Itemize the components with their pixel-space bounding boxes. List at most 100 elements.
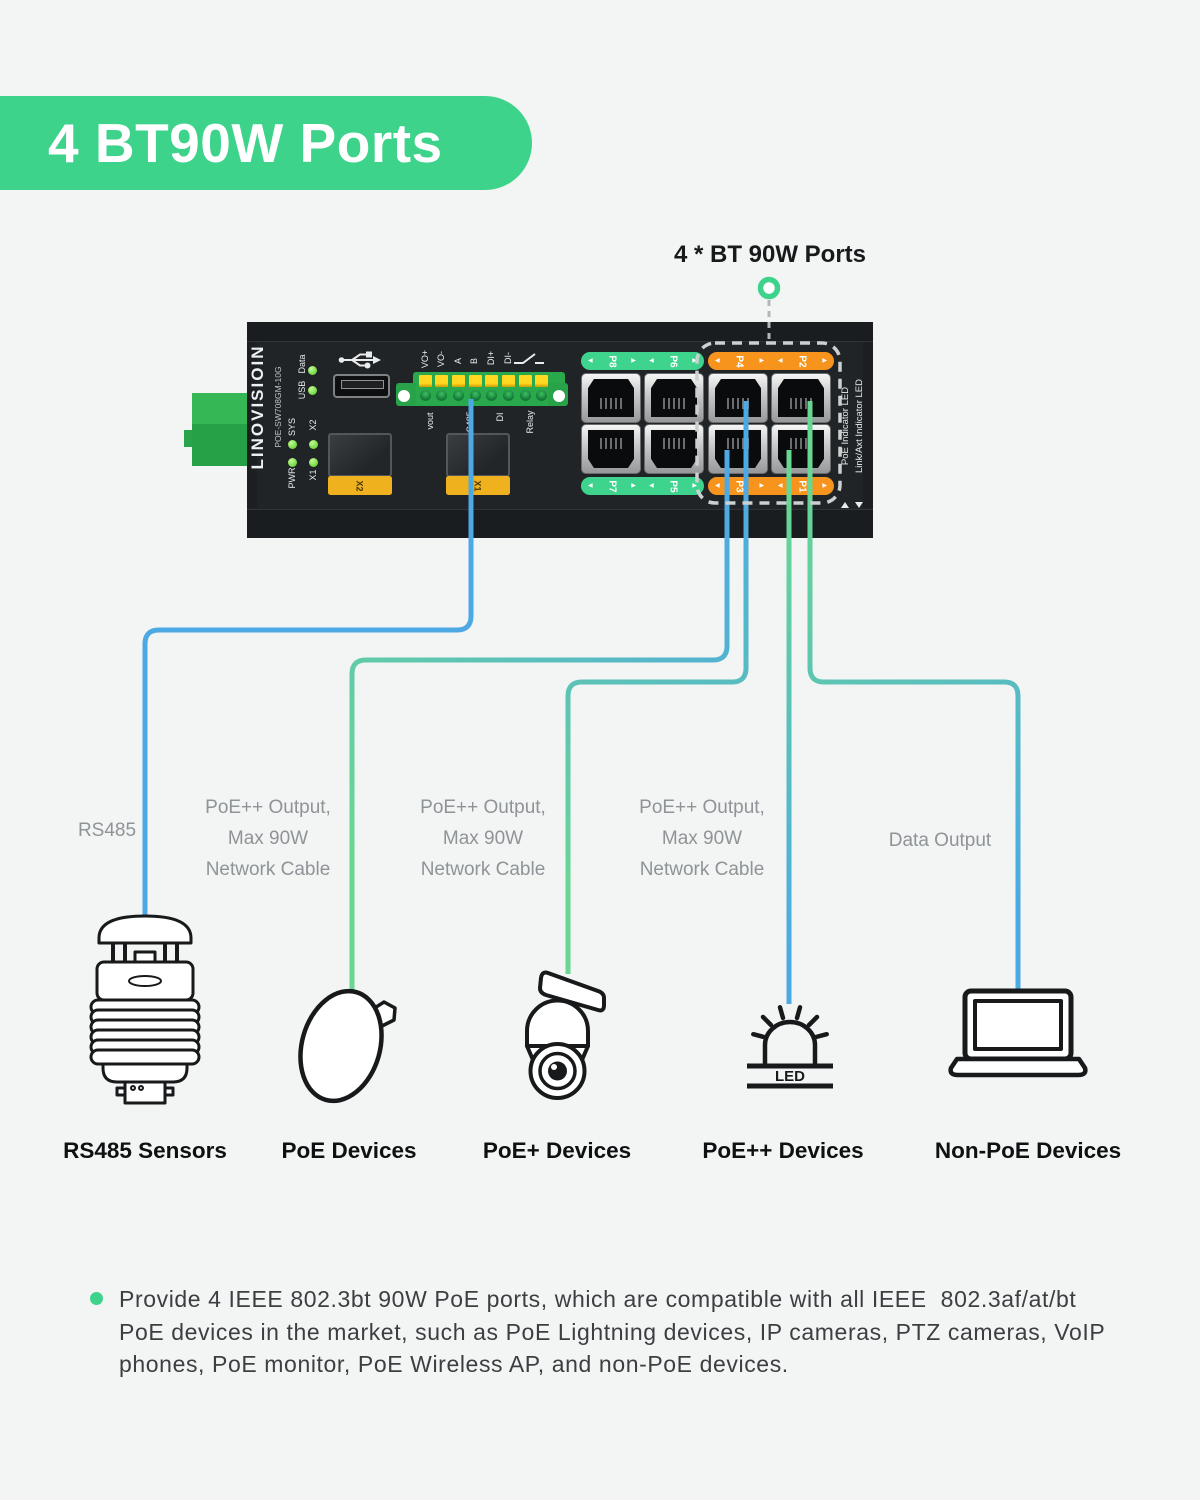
footnote-bullet: [90, 1292, 103, 1305]
sfp-label-x2: X2: [328, 476, 392, 495]
switch-top-band: [247, 322, 873, 342]
cable-poe-p4: [565, 401, 749, 974]
rj45-port-p4: [708, 373, 768, 423]
cable-poe-p3: [349, 450, 730, 993]
down-triangle-icon: [855, 502, 863, 508]
arrow-left-icon: ◀: [715, 358, 720, 364]
up-triangle-icon: [841, 502, 849, 508]
rj45-opening: [651, 430, 697, 468]
terminal-pin: [502, 372, 516, 406]
terminal-right-screw: [553, 390, 565, 402]
arrow-right-icon: ▶: [822, 358, 827, 364]
rj45-pins: [600, 438, 622, 449]
switch-right-edge: [863, 342, 873, 508]
port-strip-bottom-left: ◀ P7 ▶ ◀ P5 ▶: [581, 477, 704, 495]
footnote-text: Provide 4 IEEE 802.3bt 90W PoE ports, wh…: [119, 1286, 1106, 1378]
rj45-pins: [600, 398, 622, 409]
rj45-pins: [790, 398, 812, 409]
port-strip-bottom-right: ◀ P3 ▶ ◀ P1 ▶: [708, 477, 834, 495]
rj45-opening: [778, 430, 824, 468]
din-connector-top: [192, 393, 250, 424]
relay-symbol-icon: [514, 353, 544, 364]
arrow-right-icon: ▶: [759, 483, 765, 489]
cable-data-p2: [807, 401, 1021, 991]
rj45-pins: [727, 438, 749, 449]
arrow-left-icon: ◀: [588, 483, 593, 489]
terminal-pin: [435, 372, 449, 406]
rj45-pins: [663, 438, 685, 449]
port-strip-top-right: ◀ P4 ▶ ◀ P2 ▶: [708, 352, 834, 370]
sfp-cage-x1: [446, 433, 510, 477]
cable-label-poe-3: PoE++ Output, Max 90W Network Cable: [639, 797, 765, 880]
cable-label-poe-2: PoE++ Output, Max 90W Network Cable: [420, 797, 546, 880]
terminal-pin: [485, 372, 499, 406]
arrow-left-icon: ◀: [777, 358, 783, 364]
arrow-right-icon: ▶: [692, 483, 697, 489]
led-icon-text: LED: [775, 1068, 805, 1085]
led-x1: [309, 458, 318, 467]
cable-label-rs485: RS485: [77, 820, 137, 841]
rj45-opening: [715, 430, 761, 468]
arrow-left-icon: ◀: [588, 358, 593, 364]
rj45-port-p1: [771, 424, 831, 474]
cable-label-poe-1: PoE++ Output, Max 90W Network Cable: [205, 797, 331, 880]
device-label-poe-plus-devices: PoE+ Devices: [482, 1138, 632, 1163]
device-label-non-poe-devices: Non-PoE Devices: [934, 1138, 1122, 1163]
callout-label: 4 * BT 90W Ports: [673, 241, 867, 268]
poe-switch: LINOVISIOIN POE-SW708GM-10G Data USB SYS…: [247, 322, 873, 538]
sfp-label-x1: X1: [446, 476, 510, 495]
arrow-right-icon: ▶: [631, 483, 636, 489]
terminal-pin: [535, 372, 549, 406]
rj45-port-p7: [581, 424, 641, 474]
usb-icon: [338, 351, 381, 369]
rj45-pins: [663, 398, 685, 409]
cable-rs485: [142, 399, 474, 916]
weather-sensor-icon: [83, 912, 207, 1113]
device-label-poe-devices: PoE Devices: [281, 1138, 417, 1163]
switch-left-edge: [247, 342, 257, 508]
terminal-block: [396, 372, 568, 406]
terminal-pin: [418, 372, 432, 406]
terminal-pin: [518, 372, 532, 406]
led-usb: [308, 386, 317, 395]
device-label-poe-plusplus-devices: PoE++ Devices: [702, 1138, 864, 1163]
ptz-camera-icon: [518, 962, 618, 1109]
bt90w-ports-highlight-box: [695, 341, 842, 505]
section-title: 4 BT90W Ports: [48, 112, 443, 174]
arrow-left-icon: ◀: [649, 358, 654, 364]
arrow-right-icon: ▶: [822, 483, 827, 489]
led-device-icon: LED: [740, 1000, 840, 1097]
laptop-icon: [948, 986, 1088, 1093]
rj45-port-p2: [771, 373, 831, 423]
callout-dot: [757, 276, 781, 300]
led-data: [308, 366, 317, 375]
terminal-pin: [451, 372, 465, 406]
led-sys: [288, 440, 297, 449]
switch-bottom-band: [247, 509, 873, 538]
usb-port: [333, 374, 390, 398]
cable-label-data-output: Data Output: [888, 830, 992, 851]
arrow-left-icon: ◀: [777, 483, 783, 489]
led-pwr: [288, 458, 297, 467]
terminal-left-screw: [398, 390, 410, 402]
arrow-left-icon: ◀: [715, 483, 720, 489]
rj45-opening: [588, 430, 634, 468]
poe-dish-icon: [293, 983, 405, 1112]
rj45-port-p5: [644, 424, 704, 474]
rj45-port-p8: [581, 373, 641, 423]
rj45-pins: [790, 438, 812, 449]
rj45-port-p6: [644, 373, 704, 423]
rj45-port-p3: [708, 424, 768, 474]
arrow-right-icon: ▶: [692, 358, 697, 364]
terminal-pin: [468, 372, 482, 406]
port-strip-top-left: ◀ P8 ▶ ◀ P6 ▶: [581, 352, 704, 370]
arrow-right-icon: ▶: [759, 358, 765, 364]
section-title-pill: 4 BT90W Ports: [0, 96, 532, 190]
led-x2: [309, 440, 318, 449]
arrow-right-icon: ▶: [631, 358, 636, 364]
din-terminal-connector: [184, 393, 250, 466]
device-label-rs485-sensors: RS485 Sensors: [63, 1138, 227, 1163]
arrow-left-icon: ◀: [649, 483, 654, 489]
usb-port-slot: [341, 380, 384, 389]
